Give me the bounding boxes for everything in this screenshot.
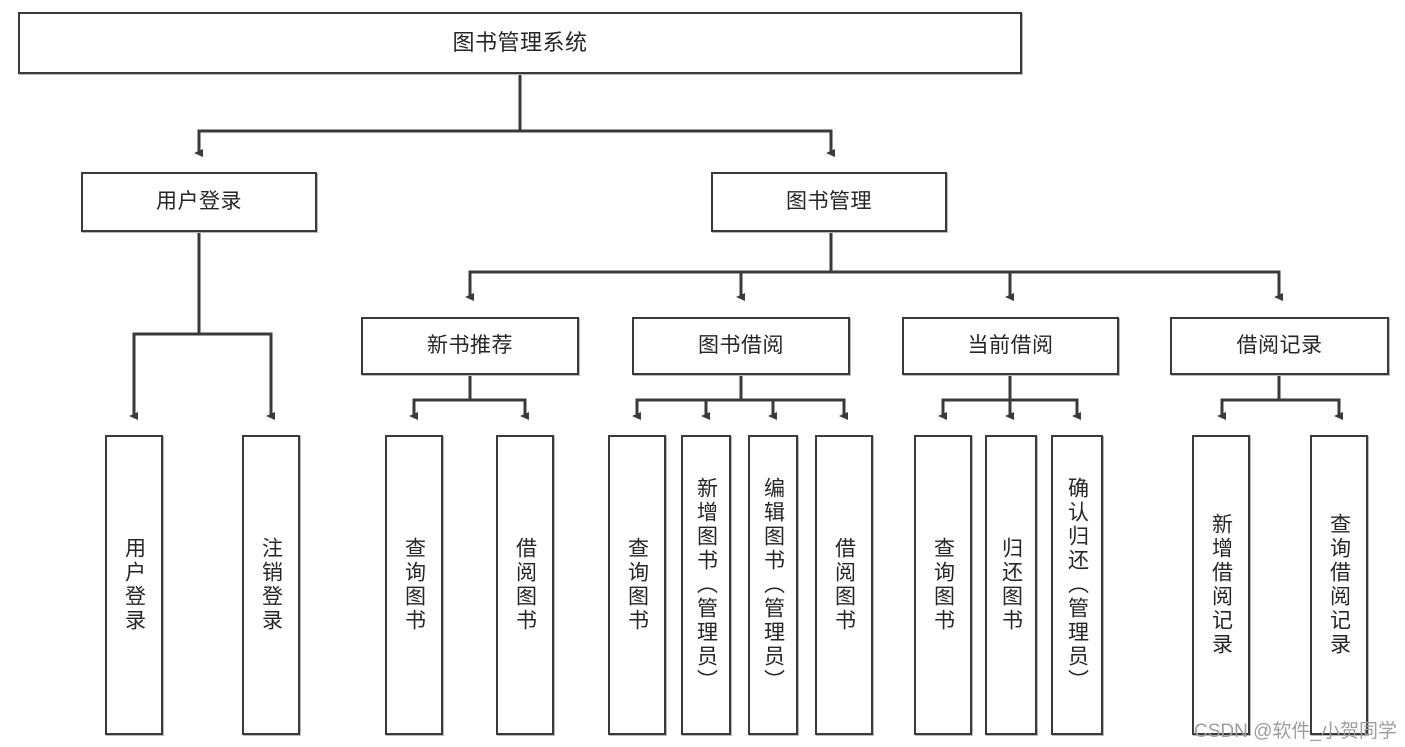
leaf-user-login-login-label: 用户登录 <box>122 537 146 633</box>
leaf-user-login-logout-label: 注销登录 <box>259 537 283 633</box>
leaf-recommend-borrow-book[interactable]: 借阅图书 <box>496 435 554 735</box>
node-book-borrow-label: 图书借阅 <box>698 334 784 358</box>
leaf-current-confirm-return-admin-label: 确认归还（管理员） <box>1065 477 1089 693</box>
leaf-record-add-record[interactable]: 新增借阅记录 <box>1192 435 1250 735</box>
csdn-watermark: CSDN @软件_小贺同学 <box>1194 721 1397 742</box>
leaf-current-query-book[interactable]: 查询图书 <box>914 435 972 735</box>
leaf-recommend-borrow-book-label: 借阅图书 <box>513 537 537 633</box>
node-root-label: 图书管理系统 <box>452 29 588 55</box>
leaf-borrow-borrow-book[interactable]: 借阅图书 <box>815 435 873 735</box>
node-new-book-recommend[interactable]: 新书推荐 <box>361 317 579 375</box>
leaf-user-login-login[interactable]: 用户登录 <box>105 435 163 735</box>
leaf-current-return-book-label: 归还图书 <box>999 537 1023 633</box>
leaf-borrow-add-book-admin-label: 新增图书（管理员） <box>694 477 718 693</box>
leaf-borrow-borrow-book-label: 借阅图书 <box>832 537 856 633</box>
leaf-borrow-query-book-label: 查询图书 <box>625 537 649 633</box>
node-root-book-management-system[interactable]: 图书管理系统 <box>18 12 1022 74</box>
node-book-management-label: 图书管理 <box>786 190 872 214</box>
leaf-record-add-record-label: 新增借阅记录 <box>1209 513 1233 657</box>
node-new-book-recommend-label: 新书推荐 <box>427 334 513 358</box>
leaf-borrow-edit-book-admin-label: 编辑图书（管理员） <box>761 477 785 693</box>
leaf-user-login-logout[interactable]: 注销登录 <box>242 435 300 735</box>
leaf-record-query-record[interactable]: 查询借阅记录 <box>1310 435 1368 735</box>
node-borrow-record-label: 借阅记录 <box>1236 334 1323 358</box>
node-user-login-label: 用户登录 <box>156 190 242 214</box>
leaf-recommend-query-book[interactable]: 查询图书 <box>385 435 443 735</box>
leaf-current-query-book-label: 查询图书 <box>931 537 955 633</box>
leaf-current-confirm-return-admin[interactable]: 确认归还（管理员） <box>1051 435 1103 735</box>
node-current-borrow[interactable]: 当前借阅 <box>902 317 1119 375</box>
node-borrow-record[interactable]: 借阅记录 <box>1170 317 1389 375</box>
leaf-borrow-edit-book-admin[interactable]: 编辑图书（管理员） <box>748 435 798 735</box>
node-book-borrow[interactable]: 图书借阅 <box>632 317 850 375</box>
leaf-borrow-query-book[interactable]: 查询图书 <box>608 435 666 735</box>
leaf-record-query-record-label: 查询借阅记录 <box>1327 513 1351 657</box>
leaf-current-return-book[interactable]: 归还图书 <box>985 435 1037 735</box>
leaf-recommend-query-book-label: 查询图书 <box>402 537 426 633</box>
node-user-login[interactable]: 用户登录 <box>81 172 317 232</box>
leaf-borrow-add-book-admin[interactable]: 新增图书（管理员） <box>681 435 731 735</box>
node-current-borrow-label: 当前借阅 <box>967 334 1054 358</box>
node-book-management[interactable]: 图书管理 <box>711 172 947 232</box>
